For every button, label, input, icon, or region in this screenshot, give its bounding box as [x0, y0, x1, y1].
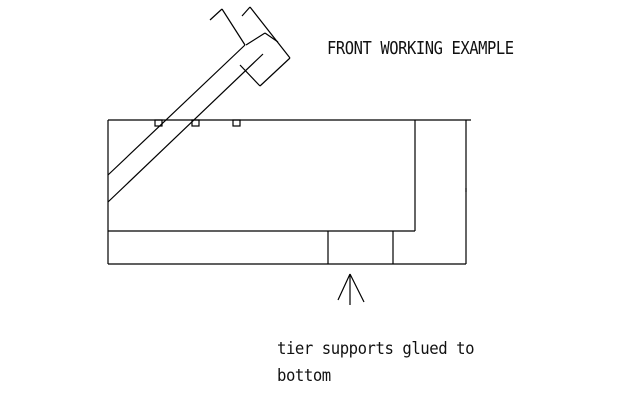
notch-1	[154, 119, 163, 127]
slant-piece-edge-1	[245, 32, 266, 46]
slant-piece-edge-3	[259, 57, 291, 87]
slant-piece-edge-6	[241, 6, 251, 17]
diagonal-board-top-1	[221, 8, 246, 46]
diagonal-board-top-2	[209, 8, 223, 21]
slant-piece-edge-5	[264, 32, 279, 43]
slant-piece-edge-2	[249, 6, 291, 59]
annotation-line-2: bottom	[277, 366, 331, 386]
slant-piece-edge-4	[239, 64, 261, 87]
diagram-title: FRONT WORKING EXAMPLE	[327, 38, 514, 59]
annotation-line-1: tier supports glued to	[277, 339, 475, 359]
notch-3	[232, 119, 241, 127]
arrow-head-right	[349, 273, 365, 303]
diagonal-board-edge-1	[107, 44, 246, 176]
diagonal-board-edge-2	[107, 53, 264, 203]
notch-2	[191, 119, 200, 127]
arrow-head-left	[337, 273, 351, 301]
